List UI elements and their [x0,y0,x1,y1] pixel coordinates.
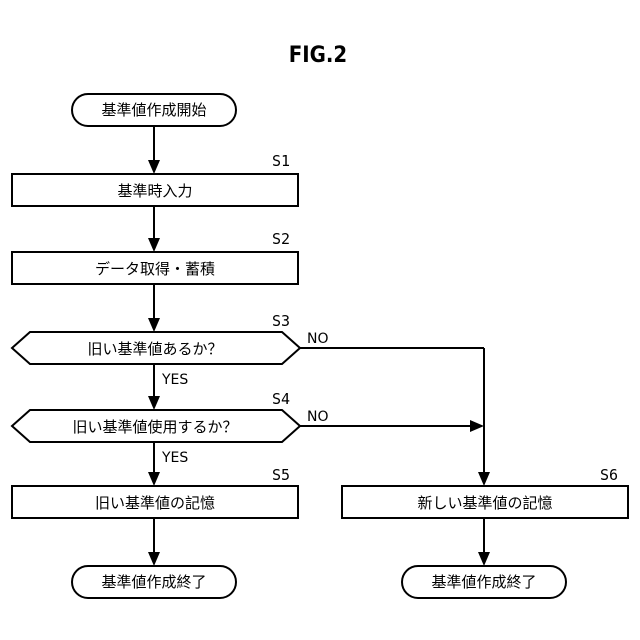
step-label-s6: S6 [600,466,618,484]
arrowhead-s1-s2 [148,238,160,252]
process-s1-label: 基準時入力 [117,182,192,200]
branch-label-s3-yes: YES [161,372,188,388]
step-label-s2: S2 [272,230,290,248]
figure-title: FIG.2 [289,43,347,68]
arrowhead-s6-end [478,552,490,566]
process-s6-label: 新しい基準値の記憶 [417,494,552,512]
branch-label-s4-yes: YES [161,450,188,466]
decision-s4-label: 旧い基準値使用するか？ [72,418,237,436]
branch-label-s4-no: NO [307,409,329,425]
step-label-s1: S1 [272,152,290,170]
step-label-s4: S4 [272,390,290,408]
decision-s3-label: 旧い基準値あるか？ [87,340,222,358]
end-right-label: 基準値作成終了 [431,573,536,591]
step-label-s3: S3 [272,312,290,330]
process-s5-label: 旧い基準値の記憶 [95,494,215,512]
arrowhead-s2-s3 [148,318,160,332]
step-label-s5: S5 [272,466,290,484]
process-s2-label: データ取得・蓄積 [95,260,215,278]
arrowhead-s4-s5 [148,472,160,486]
end-left-label: 基準値作成終了 [101,573,206,591]
arrowhead-s4-no [470,420,484,432]
arrowhead-start-s1 [148,160,160,174]
start-label: 基準値作成開始 [101,101,206,119]
branch-label-s3-no: NO [307,331,329,347]
arrowhead-s3-s4 [148,396,160,410]
arrowhead-s6 [478,472,490,486]
arrowhead-s5-end [148,552,160,566]
